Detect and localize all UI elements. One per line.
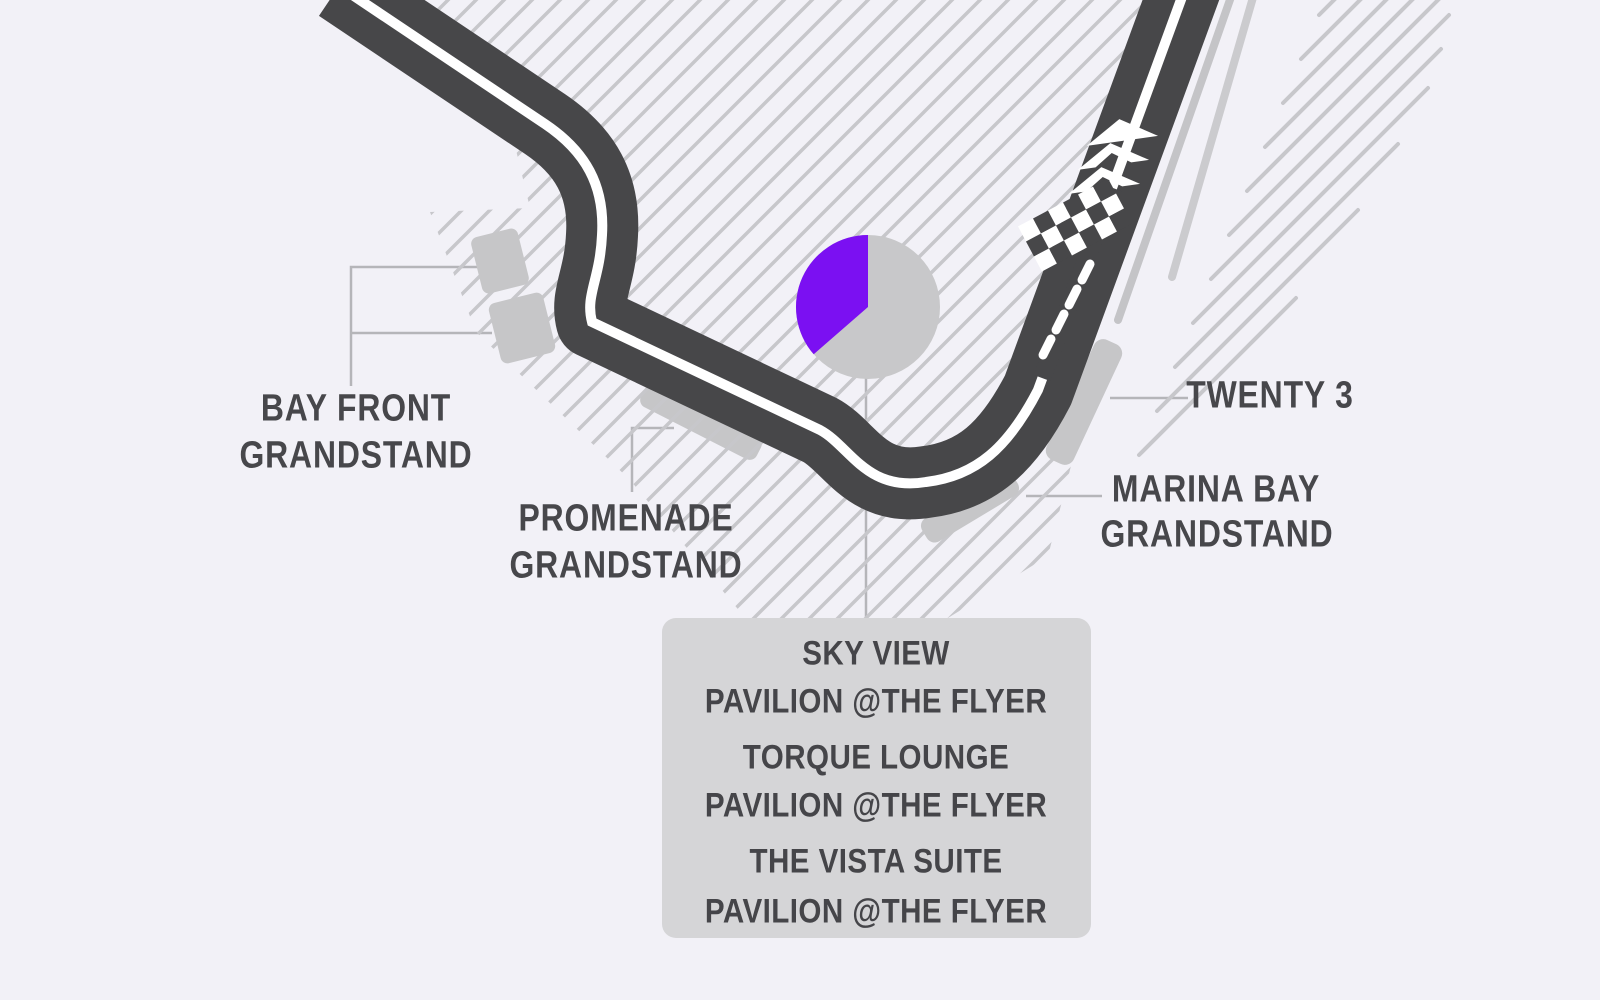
pie-marker[interactable] (795, 234, 940, 379)
callout-entry-title: THE VISTA SUITE (749, 842, 1003, 881)
label-promenade-line1[interactable]: PROMENADE (518, 497, 734, 540)
checker-cells (1017, 178, 1133, 272)
pie-marker-filled-wedge (795, 234, 868, 355)
pavilion-callout-box: SKY VIEW PAVILION @THE FLYER TORQUE LOUN… (662, 618, 1091, 938)
direction-arrows-icon (1068, 119, 1159, 194)
label-bay-front-line1[interactable]: BAY FRONT (260, 387, 452, 430)
callout-entry-title: TORQUE LOUNGE (742, 738, 1010, 777)
label-bay-front-line2[interactable]: GRANDSTAND (239, 434, 473, 477)
hatch-lines-right (1137, 0, 1451, 457)
start-finish-line (1017, 178, 1133, 272)
label-twenty3[interactable]: TWENTY 3 (1186, 374, 1354, 417)
leader-bay-front-1 (349, 265, 480, 386)
callout-entry-title: SKY VIEW (802, 634, 950, 673)
bay-front-block-2[interactable] (487, 291, 556, 365)
track-center-line (350, 0, 1187, 489)
label-marina-bay-line2[interactable]: GRANDSTAND (1100, 513, 1334, 556)
start-line-dashes (1038, 259, 1095, 360)
label-marina-bay-line1[interactable]: MARINA BAY (1111, 468, 1321, 511)
pit-lane-lines (1114, 0, 1257, 324)
label-promenade-line2[interactable]: GRANDSTAND (509, 544, 743, 587)
bay-front-block-1[interactable] (470, 227, 531, 295)
twenty3-block[interactable] (1043, 336, 1126, 468)
callout-entry-subtitle: PAVILION @THE FLYER (704, 682, 1048, 721)
callout-entry-subtitle: PAVILION @THE FLYER (704, 892, 1048, 931)
callout-entry-subtitle: PAVILION @THE FLYER (704, 786, 1048, 825)
